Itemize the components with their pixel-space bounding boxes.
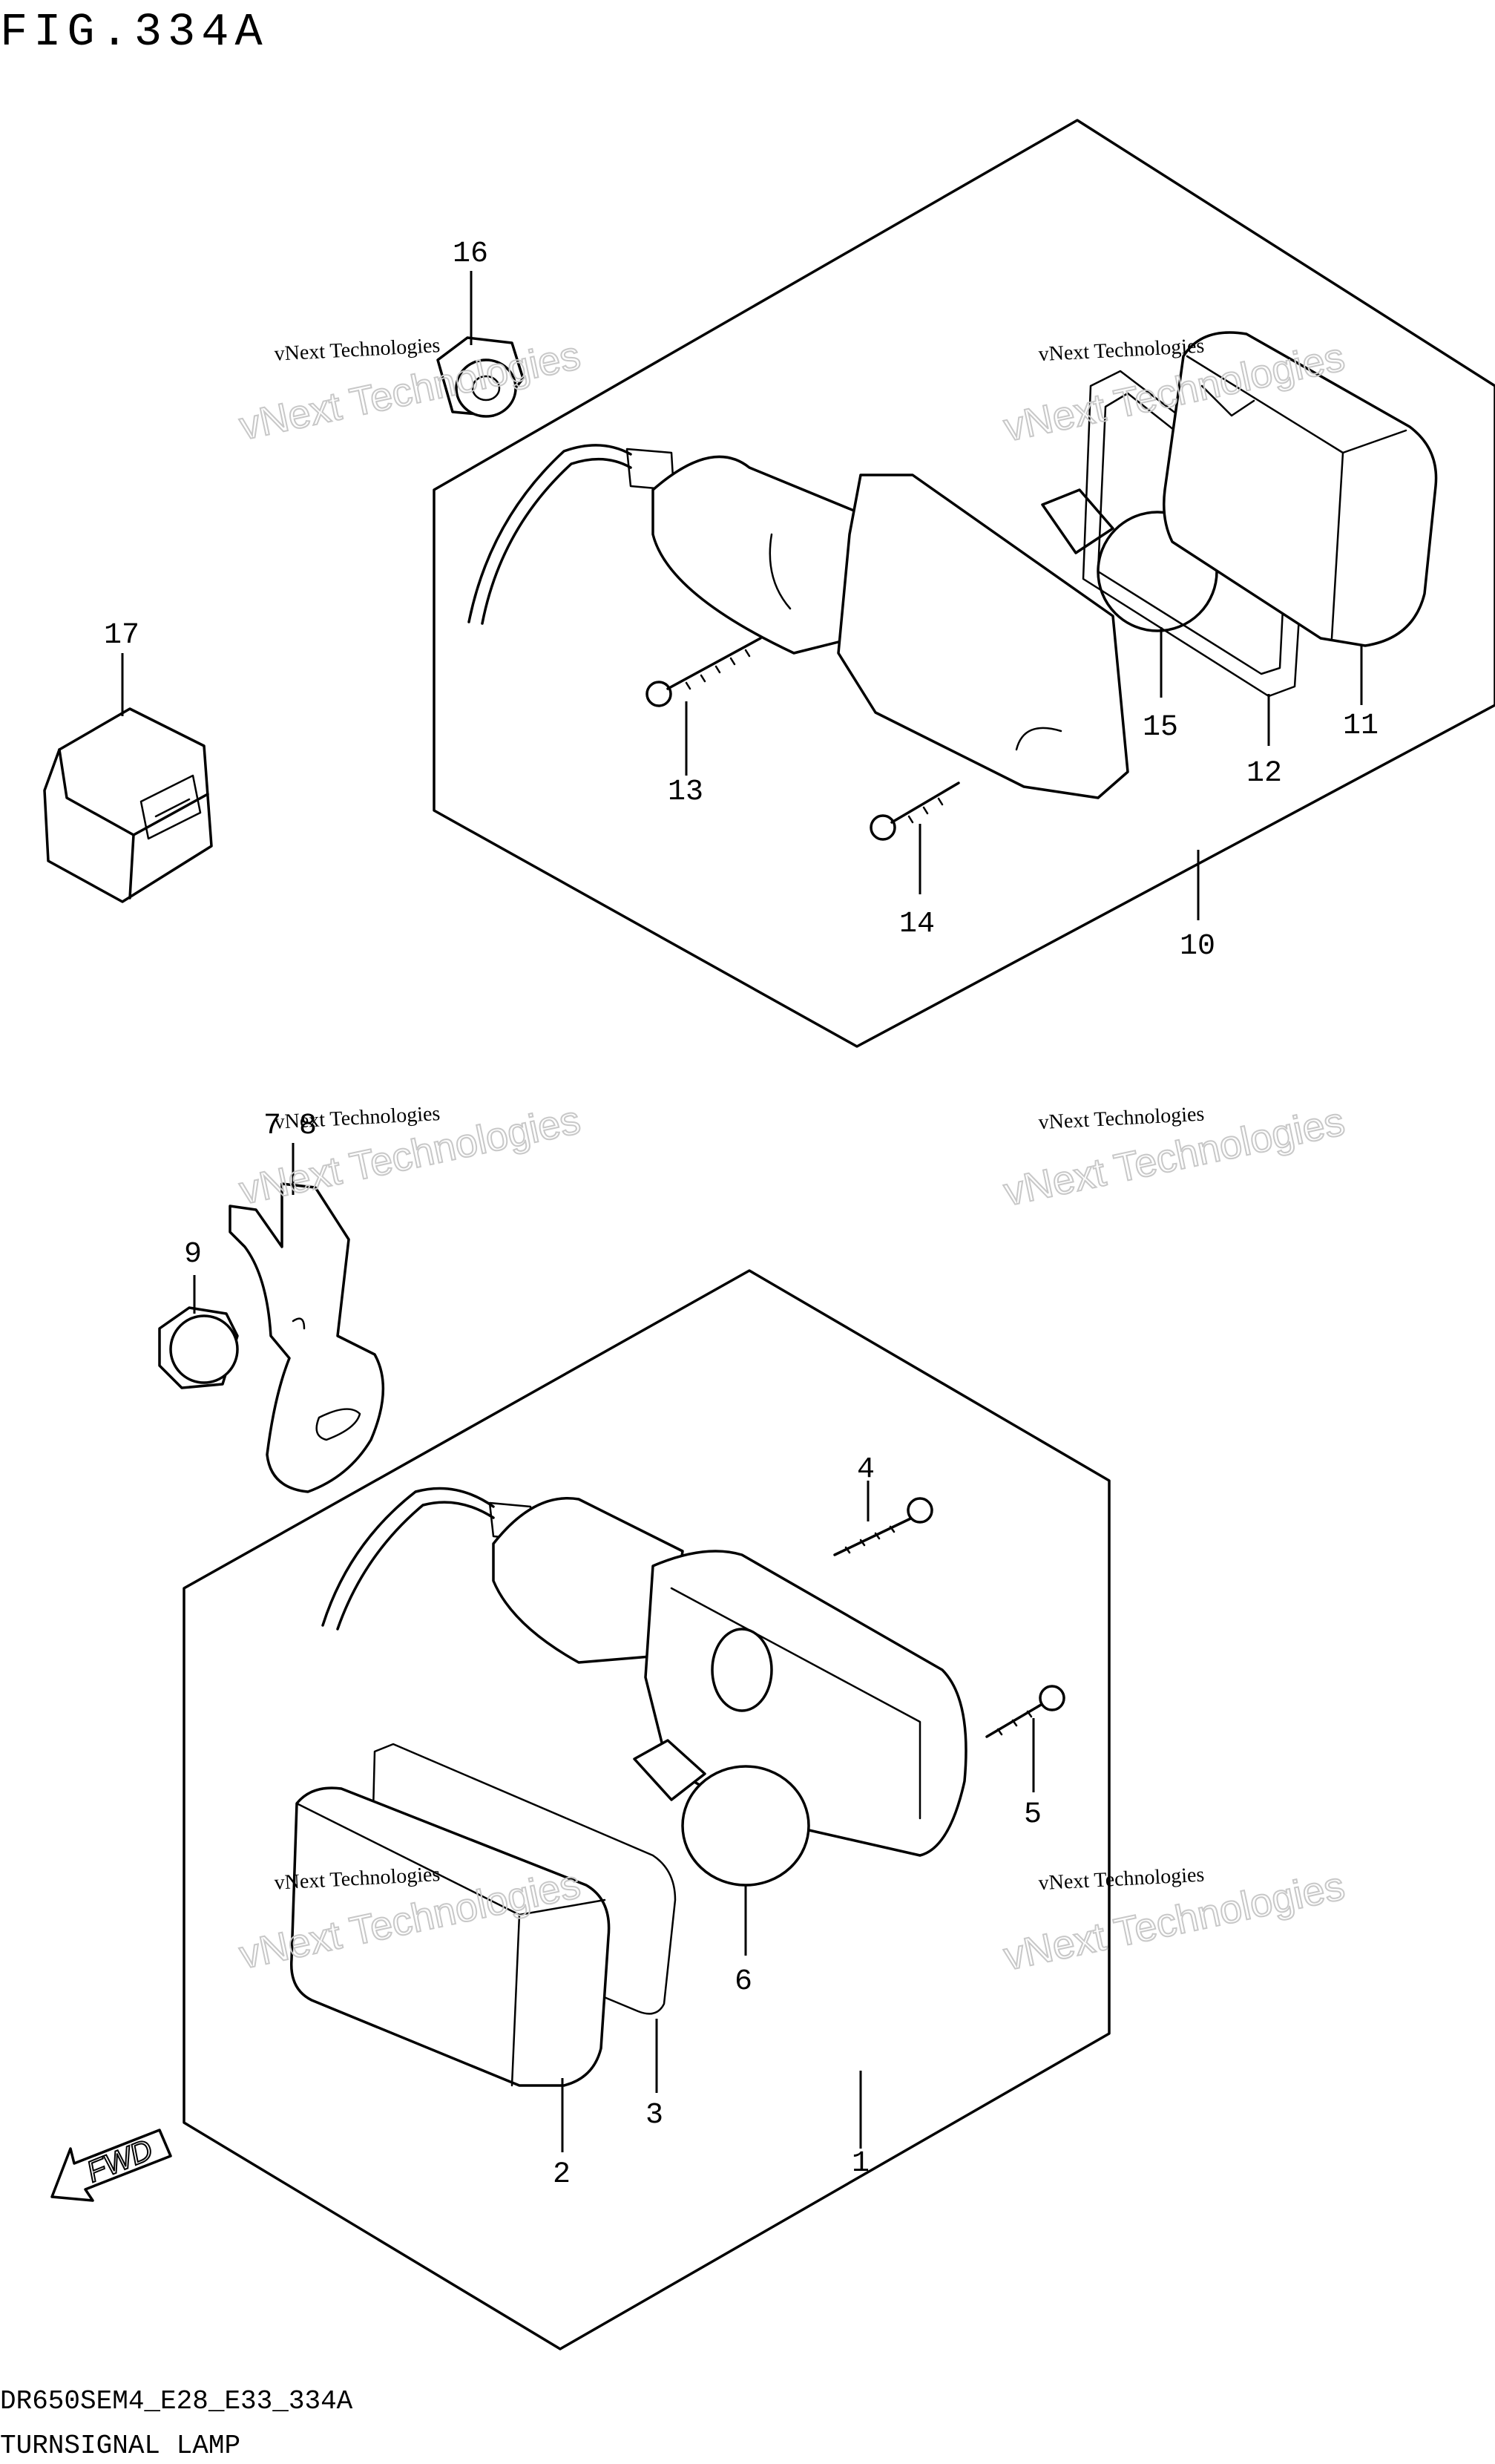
callout-5: 5 bbox=[1024, 1798, 1042, 1832]
callout-7-8: 7 8 bbox=[263, 1110, 317, 1143]
callout-1: 1 bbox=[852, 2147, 870, 2180]
watermark-3: vNext Technologies vNext Technologies bbox=[235, 1097, 585, 1214]
callout-14: 14 bbox=[899, 908, 935, 941]
screw-part-4 bbox=[833, 1497, 933, 1556]
figure-title: FIG.334A bbox=[0, 6, 269, 59]
connector-part-17 bbox=[43, 707, 213, 903]
screw-part-5 bbox=[985, 1685, 1065, 1738]
callout-2: 2 bbox=[553, 2158, 571, 2192]
watermark-6: vNext Technologies vNext Technologies bbox=[999, 1863, 1350, 1980]
svg-text:vNext Technologies: vNext Technologies bbox=[274, 334, 441, 366]
fwd-label: FWD bbox=[82, 2133, 157, 2189]
turn-signal-body-upper bbox=[467, 444, 1129, 799]
gasket-part-12 bbox=[1082, 370, 1307, 698]
callout-16: 16 bbox=[453, 237, 488, 271]
screw-part-13 bbox=[645, 637, 762, 707]
nut-part-16 bbox=[436, 336, 525, 418]
fwd-arrow: FWD bbox=[50, 2129, 172, 2202]
watermark-4: vNext Technologies vNext Technologies bbox=[999, 1098, 1350, 1216]
turn-signal-body-lower bbox=[321, 1487, 967, 1857]
diagram-name: TURNSIGNAL LAMP bbox=[0, 2431, 240, 2461]
svg-text:vNext Technologies: vNext Technologies bbox=[1038, 1864, 1205, 1895]
bracket-part-7-8 bbox=[229, 1182, 385, 1493]
bulb-part-6 bbox=[633, 1739, 810, 1887]
callout-11: 11 bbox=[1343, 710, 1379, 743]
lens-part-11 bbox=[1163, 331, 1438, 647]
callout-3: 3 bbox=[645, 2099, 663, 2132]
callout-13: 13 bbox=[668, 776, 703, 809]
watermark-1: vNext Technologies vNext Technologies bbox=[235, 332, 585, 450]
callout-10: 10 bbox=[1180, 930, 1215, 963]
callout-9: 9 bbox=[184, 1238, 202, 1271]
svg-text:vNext Technologies: vNext Technologies bbox=[1038, 335, 1205, 367]
svg-text:vNext Technologies: vNext Technologies bbox=[1038, 1103, 1205, 1135]
lens-part-2 bbox=[289, 1786, 611, 2087]
callout-6: 6 bbox=[735, 1965, 752, 1999]
assembly-box-upper bbox=[433, 119, 1495, 1048]
callout-12: 12 bbox=[1246, 757, 1282, 790]
callout-17: 17 bbox=[104, 619, 139, 652]
assembly-box-lower bbox=[183, 1269, 1111, 2350]
diagram-code: DR650SEM4_E28_E33_334A bbox=[0, 2386, 353, 2417]
callout-4: 4 bbox=[857, 1453, 875, 1487]
callout-15: 15 bbox=[1143, 711, 1178, 744]
collar-part-9 bbox=[158, 1306, 239, 1389]
gasket-part-3 bbox=[369, 1743, 677, 2015]
svg-text:vNext Technologies: vNext Technologies bbox=[274, 1102, 441, 1134]
screw-part-14 bbox=[870, 782, 960, 841]
